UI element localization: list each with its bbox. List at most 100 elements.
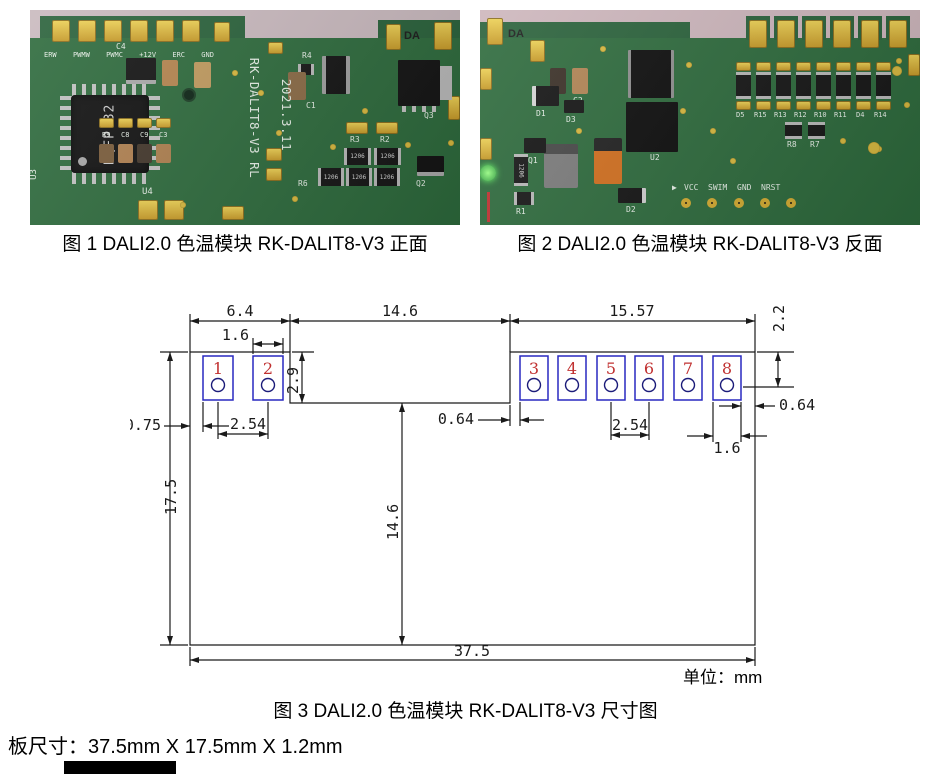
dim-value: 14.6	[384, 504, 402, 540]
via	[292, 196, 298, 202]
via	[405, 142, 411, 148]
edge-pad	[889, 20, 907, 48]
pin-label: +12V	[139, 51, 157, 59]
da-label: DA	[404, 30, 420, 42]
ic-chip	[322, 56, 350, 94]
resistor-chip	[808, 122, 825, 139]
dim-value: 2.54	[612, 416, 648, 434]
label-nrst: NRST	[761, 183, 781, 192]
via	[680, 108, 686, 114]
edge-pad	[78, 20, 96, 42]
dim-pin-pitch-right: 2.54	[611, 416, 649, 438]
smd-pad	[530, 40, 545, 62]
capacitor	[156, 144, 171, 163]
ref-q1: Q1	[528, 156, 538, 165]
ref-c1: C1	[306, 101, 316, 110]
resistor-chip: 1206	[374, 168, 400, 186]
edge-pad	[182, 20, 200, 42]
qfp-leads	[72, 172, 148, 184]
transistor-leads	[402, 106, 436, 112]
transistor-tab	[440, 66, 452, 100]
dim-value: 2.54	[230, 415, 266, 433]
ref-r2: R2	[380, 135, 390, 144]
dim-board-height: 17.5	[162, 352, 180, 645]
resistor-chip	[736, 72, 751, 99]
edge-pad	[52, 20, 70, 42]
capacitor	[194, 62, 211, 88]
board-size-text: 板尺寸：37.5mm X 17.5mm X 1.2mm	[8, 736, 343, 758]
capacitor	[118, 144, 133, 163]
pin-number-6: 6	[644, 359, 654, 378]
capacitor	[137, 144, 152, 163]
pin-number-2: 2	[263, 359, 273, 378]
via	[232, 70, 238, 76]
smd-pad	[776, 62, 791, 71]
dim-value: 2.9	[284, 367, 302, 394]
transistor	[524, 138, 546, 153]
smd-pad	[796, 62, 811, 71]
edge-pad	[908, 54, 920, 76]
ref-q3: Q3	[424, 111, 434, 120]
ref-r6: R6	[298, 179, 308, 188]
ref-d3: D3	[566, 115, 576, 124]
through-hole-pad	[707, 198, 717, 208]
ref-r15: R15	[754, 111, 767, 119]
smd-pad	[266, 168, 282, 181]
power-transistor	[398, 60, 440, 106]
edge-pad	[861, 20, 879, 48]
smd-pad	[856, 101, 871, 110]
ref-d1: D1	[536, 109, 546, 118]
dim-notch-depth: 2.9	[284, 352, 305, 403]
dim-value: 37.5	[454, 642, 490, 660]
resistor-marking: 1206	[380, 153, 395, 160]
via	[730, 158, 736, 164]
resistor-chip	[816, 72, 831, 99]
ref-c9: C9	[140, 131, 149, 139]
resistor-chip	[514, 192, 534, 205]
smd-pad	[876, 62, 891, 71]
resistor-chip	[836, 72, 851, 99]
ref-u2: U2	[650, 153, 660, 162]
dim-pad-width-right: 1.6	[687, 433, 767, 457]
pin-label: GND	[201, 51, 214, 59]
label-swim: SWIM	[708, 183, 728, 192]
pin-number-7: 7	[683, 359, 693, 378]
pin-holes	[210, 377, 735, 393]
dimension-drawing: 1 2 3 4 5 6 7 8 6.4 14.6 15.57	[130, 302, 815, 666]
smd-pad	[736, 101, 751, 110]
transformer-block	[628, 50, 674, 98]
pin-6-pad	[634, 355, 664, 401]
dim-value: 0.64	[438, 410, 474, 428]
ref-r12: R12	[794, 111, 807, 119]
dim-board-width: 37.5	[190, 642, 755, 663]
via	[892, 66, 902, 76]
dim-value: 17.5	[162, 479, 180, 515]
smd-pad	[268, 42, 283, 54]
smd-pad	[816, 62, 831, 71]
dim-value: 14.6	[382, 302, 418, 320]
via	[600, 46, 606, 52]
silk-model-text: RK-DALIT8-V3 RL	[247, 38, 263, 198]
sot23-transistor	[417, 156, 444, 176]
edge-pad	[104, 20, 122, 42]
pin-label-row: ERW PWMW PWMC +12V ERC GND	[44, 52, 214, 59]
edge-pad	[448, 96, 460, 120]
smd-pad	[836, 101, 851, 110]
edge-pad	[749, 20, 767, 48]
via	[710, 128, 716, 134]
via	[840, 138, 846, 144]
ref-u3: U3	[30, 169, 39, 180]
smd-pad	[118, 118, 133, 128]
pin-number-1: 1	[213, 359, 223, 378]
resistor-chip	[876, 72, 891, 99]
da-label: DA	[508, 28, 524, 40]
resistor-chip	[856, 72, 871, 99]
bottom-pad	[164, 200, 184, 220]
pin-7-pad	[673, 355, 703, 401]
pin-label: ERW	[44, 51, 57, 59]
pin-number-4: 4	[567, 359, 577, 378]
through-hole-pad	[681, 198, 691, 208]
ref-r7: R7	[810, 140, 820, 149]
via	[258, 90, 264, 96]
ref-r1: R1	[516, 207, 526, 216]
